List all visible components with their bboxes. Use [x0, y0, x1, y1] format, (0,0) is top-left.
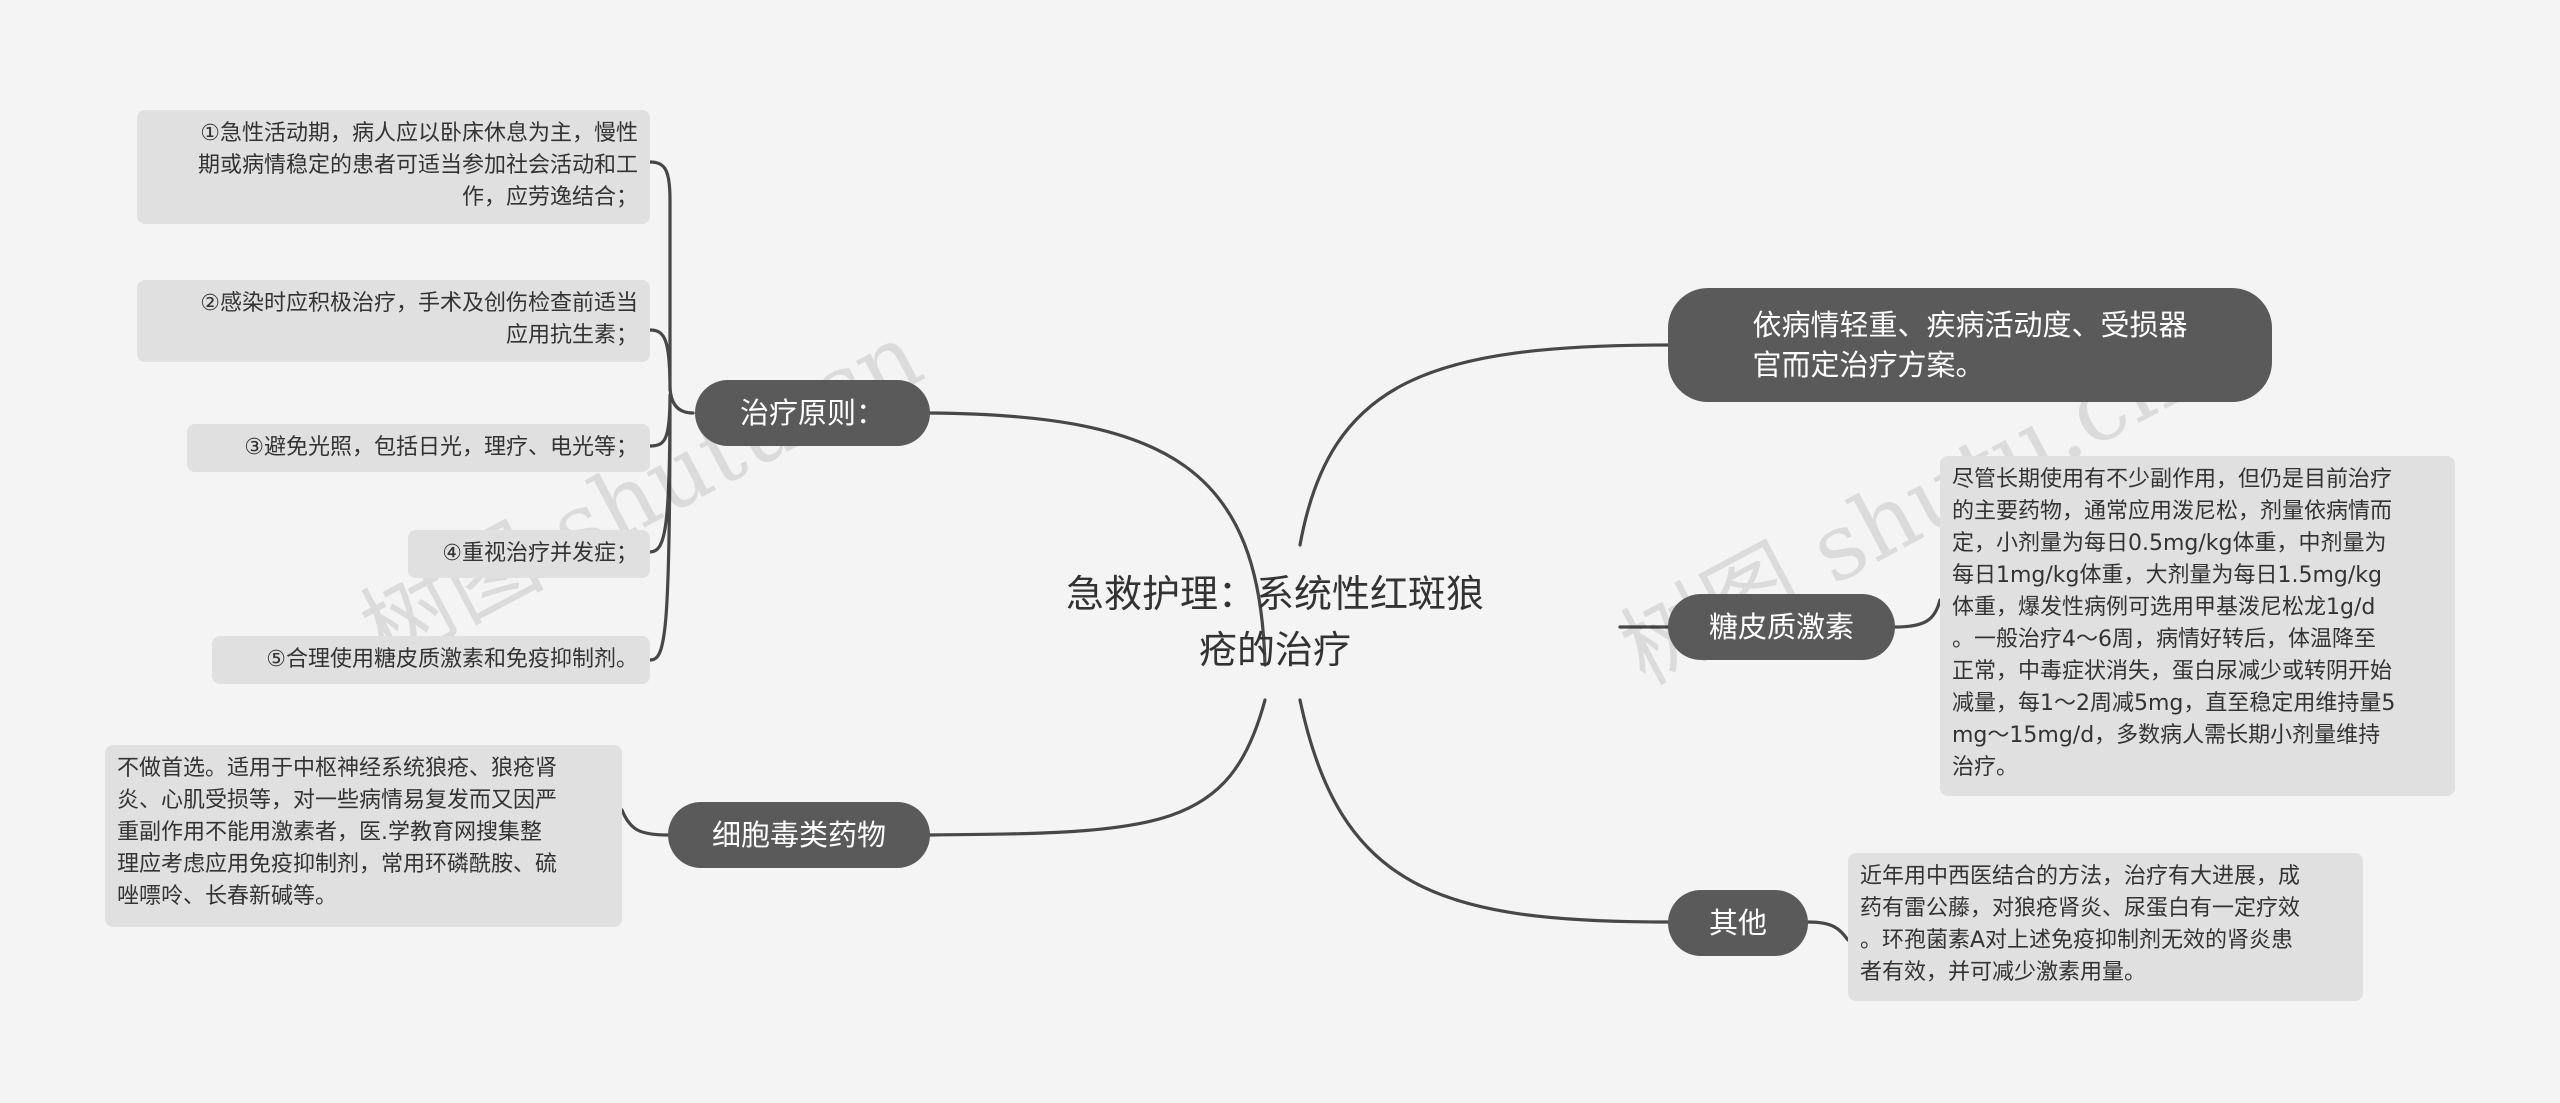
leaf-principle-3[interactable]: ③避免光照，包括日光，理疗、电光等； — [187, 424, 650, 472]
branch-other[interactable]: 其他 — [1668, 890, 1808, 956]
leaf-principle-1[interactable]: ①急性活动期，病人应以卧床休息为主，慢性 期或病情稳定的患者可适当参加社会活动和… — [137, 110, 650, 224]
link-root-cytotoxic — [928, 698, 1267, 837]
link-root-other — [1298, 698, 1672, 924]
leaf-principle-4[interactable]: ④重视治疗并发症； — [408, 530, 650, 578]
branch-principles[interactable]: 治疗原则： — [695, 380, 930, 446]
branch-cytotoxic[interactable]: 细胞毒类药物 — [668, 802, 930, 868]
link-root-plan — [1298, 343, 1672, 547]
leaf-cytotoxic[interactable]: 不做首选。适用于中枢神经系统狼疮、狼疮肾 炎、心肌受损等，对一些病情易复发而又因… — [105, 745, 622, 927]
bracket-principles — [648, 160, 695, 662]
leaf-steroid[interactable]: 尽管长期使用有不少副作用，但仍是目前治疗 的主要药物，通常应用泼尼松，剂量依病情… — [1940, 456, 2455, 796]
bracket-other — [1806, 920, 1850, 942]
bracket-cytotoxic — [620, 808, 670, 837]
leaf-principle-5[interactable]: ⑤合理使用糖皮质激素和免疫抑制剂。 — [212, 636, 650, 684]
leaf-principle-2[interactable]: ②感染时应积极治疗，手术及创伤检查前适当 应用抗生素； — [137, 280, 650, 362]
branch-steroid[interactable]: 糖皮质激素 — [1668, 594, 1895, 660]
root-title: 急救护理：系统性红斑狼 疮的治疗 — [1065, 572, 1484, 672]
bracket-steroid — [1893, 598, 1942, 629]
branch-plan[interactable]: 依病情轻重、疾病活动度、受损器 官而定治疗方案。 — [1668, 288, 2272, 402]
leaf-other[interactable]: 近年用中西医结合的方法，治疗有大进展，成 药有雷公藤，对狼疮肾炎、尿蛋白有一定疗… — [1848, 853, 2363, 1001]
link-root-principles — [928, 411, 1267, 667]
